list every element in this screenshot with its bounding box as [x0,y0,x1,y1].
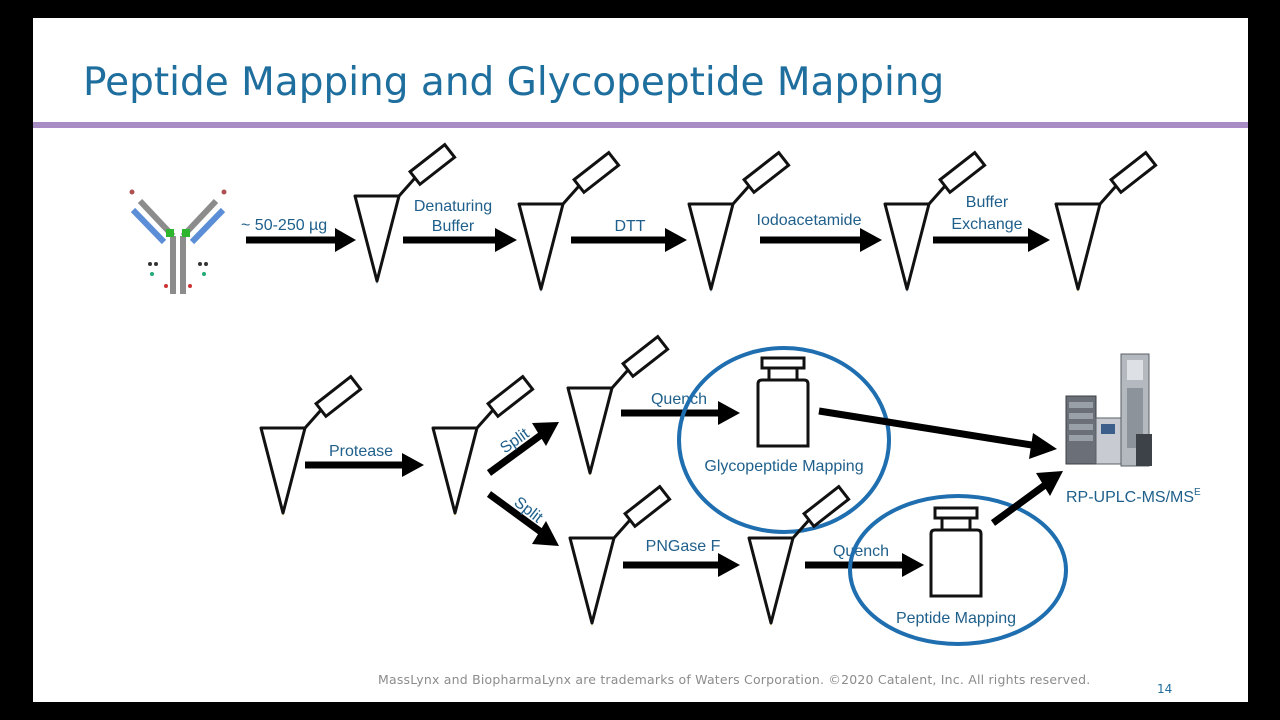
label-protease: Protease [329,443,393,460]
vial-peptide [929,506,983,598]
arrow-protease [305,453,424,477]
arrow-split-bottom [486,491,559,546]
label-denaturing-1: Denaturing [414,198,492,215]
arrow-to-instrument-top [818,407,1057,459]
tube-7 [431,375,535,516]
arrow-buffer-exchange [933,228,1050,252]
peptide-mapping-circle [848,494,1068,646]
lc-ms-instrument-icon [1065,353,1152,467]
arrow-quench-top [621,401,740,425]
workflow-diagram: ~ 50-250 µg Denaturing Buffer DTT [129,143,1201,646]
tube-9 [568,485,672,626]
label-quench-top: Quench [651,391,707,408]
tube-6 [259,375,363,516]
arrow-split-top [486,422,559,476]
vial-glycopeptide [756,356,810,448]
tube-1 [353,143,457,284]
arrow-denaturing [403,228,517,252]
slide: Peptide Mapping and Glycopeptide Mapping [33,18,1248,702]
arrow-dtt [571,228,687,252]
label-denaturing-2: Buffer [432,218,475,235]
arrow-amount [246,228,356,252]
label-dtt: DTT [614,218,645,235]
tube-2 [517,151,621,292]
label-instrument: RP-UPLC-MS/MSE [1066,487,1201,506]
label-peptide-mapping: Peptide Mapping [896,610,1016,627]
glycopeptide-circle [677,346,891,534]
tube-4 [883,151,987,292]
tube-3 [687,151,791,292]
tube-10 [747,485,851,626]
label-buffer-exchange-2: Exchange [951,216,1022,233]
label-pngase: PNGase F [646,538,721,555]
label-iodoacetamide: Iodoacetamide [757,212,862,229]
page-number: 14 [1157,682,1173,696]
label-amount: ~ 50-250 µg [241,217,327,234]
tube-5 [1054,151,1158,292]
label-glycopeptide-mapping: Glycopeptide Mapping [704,458,863,475]
title-divider [33,122,1248,128]
footer-trademark: MassLynx and BiopharmaLynx are trademark… [378,672,1091,687]
tube-8 [566,335,670,476]
arrow-quench-bottom [805,553,924,577]
antibody-icon [129,189,227,294]
label-buffer-exchange-1: Buffer [966,194,1009,211]
arrow-pngase [623,553,740,577]
arrow-iodoacetamide [760,228,882,252]
label-quench-bottom: Quench [833,543,889,560]
arrow-to-instrument-bottom [990,471,1063,526]
slide-title: Peptide Mapping and Glycopeptide Mapping [83,60,945,105]
